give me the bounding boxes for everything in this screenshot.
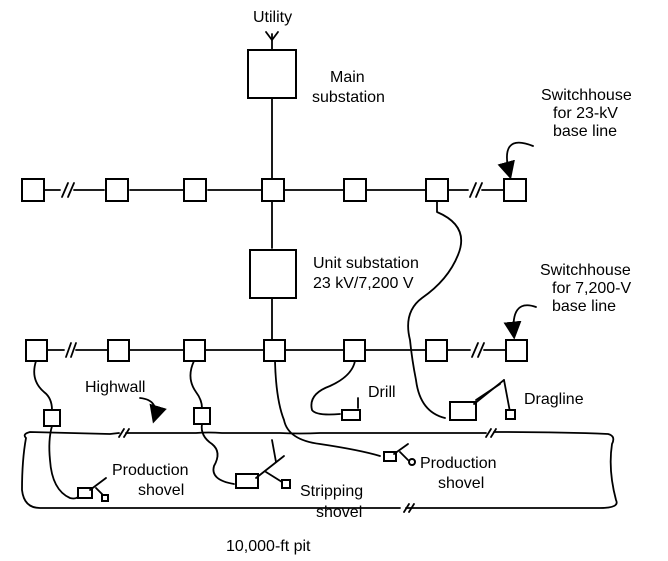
utility-label: Utility xyxy=(253,9,292,26)
switch-box-23kv-6 xyxy=(425,178,449,202)
stripping-shovel-line2: shovel xyxy=(316,504,362,521)
dragline-icon xyxy=(449,379,516,421)
stripping-shovel-line1: Stripping xyxy=(300,483,363,500)
main-substation-label: Main substation xyxy=(312,69,385,106)
unit-substation-box xyxy=(249,249,297,299)
switchhouse-7200v-arrow xyxy=(503,304,537,340)
base-line-7200v xyxy=(46,342,507,358)
switchhouse-23kv-label: Switchhouse for 23-kV base line xyxy=(541,87,636,140)
utility-feed xyxy=(265,31,279,51)
switch-box-7200v-7 xyxy=(505,339,528,362)
cable-drill xyxy=(310,360,356,416)
switch-box-23kv-1 xyxy=(21,178,45,202)
drill-label: Drill xyxy=(368,384,396,401)
unit-substation-label: Unit substation 23 kV/7,200 V xyxy=(313,255,423,292)
cable-left-shovel xyxy=(48,425,81,500)
portable-switch-mid xyxy=(193,407,211,425)
production-shovel-right-label: Production shovel xyxy=(420,455,501,492)
cable-stripping-shovel xyxy=(200,423,235,485)
stripping-shovel-label: Stripping shovel xyxy=(300,483,368,521)
switchhouse-23kv-line3: base line xyxy=(553,123,617,140)
switch-box-7200v-4 xyxy=(263,339,286,362)
switch-box-23kv-5 xyxy=(343,178,367,202)
switch-box-23kv-2 xyxy=(105,178,129,202)
production-shovel-left-line2: shovel xyxy=(138,482,184,499)
production-shovel-left-line1: Production xyxy=(112,462,189,479)
switch-box-7200v-5 xyxy=(343,339,366,362)
dragline-label: Dragline xyxy=(524,391,584,408)
unit-substation-line2: 23 kV/7,200 V xyxy=(313,275,414,292)
switchhouse-23kv-arrow xyxy=(497,141,534,180)
unit-substation-line1: Unit substation xyxy=(313,255,419,272)
switch-box-23kv-7 xyxy=(503,178,527,202)
production-shovel-right-icon xyxy=(383,443,416,466)
portable-switch-left xyxy=(43,409,61,427)
switchhouse-7200v-line2: for 7,200-V xyxy=(552,280,631,297)
switch-box-23kv-4 xyxy=(261,178,285,202)
switch-box-7200v-6 xyxy=(425,339,448,362)
pit-outline xyxy=(21,431,618,509)
base-line-23kv xyxy=(43,182,505,198)
main-substation-line1: Main xyxy=(330,69,365,86)
switchhouse-23kv-line2: for 23-kV xyxy=(553,105,618,122)
cable-23kv-to-dragline xyxy=(407,200,463,419)
drill-icon xyxy=(341,397,361,421)
switch-box-7200v-2 xyxy=(107,339,130,362)
pit-label: 10,000-ft pit xyxy=(226,538,311,555)
stripping-shovel-icon xyxy=(235,439,291,489)
feeder-box1-to-portable xyxy=(33,360,53,411)
production-shovel-left-icon xyxy=(77,477,109,502)
switch-box-7200v-3 xyxy=(183,339,206,362)
production-shovel-left-label: Production shovel xyxy=(112,462,193,499)
production-shovel-right-line1: Production xyxy=(420,455,497,472)
switchhouse-23kv-line1: Switchhouse xyxy=(541,87,632,104)
switchhouse-7200v-label: Switchhouse for 7,200-V base line xyxy=(540,262,636,315)
cable-right-shovel xyxy=(274,360,381,457)
switch-box-7200v-1 xyxy=(25,339,48,362)
switchhouse-7200v-line3: base line xyxy=(552,298,616,315)
highwall-label: Highwall xyxy=(85,379,145,396)
main-substation-box xyxy=(247,49,297,99)
production-shovel-right-line2: shovel xyxy=(438,475,484,492)
highwall-arrow xyxy=(139,397,167,424)
switchhouse-7200v-line1: Switchhouse xyxy=(540,262,631,279)
feeder-box3-to-portable xyxy=(189,360,203,409)
switch-box-23kv-3 xyxy=(183,178,207,202)
main-substation-line2: substation xyxy=(312,89,385,106)
